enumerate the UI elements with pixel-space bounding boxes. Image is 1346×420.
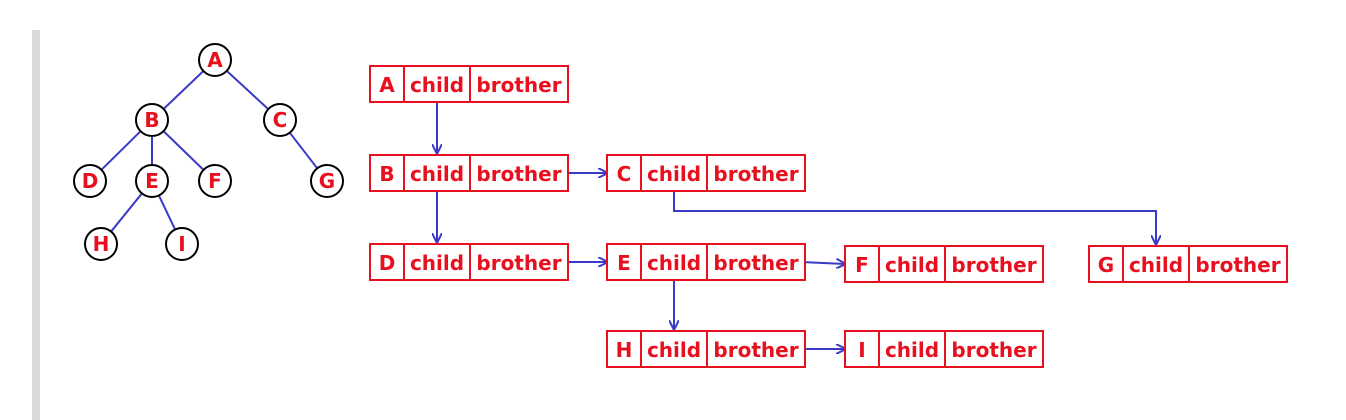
list-node-brother-field: brother: [951, 253, 1036, 277]
tree-node-circle: [73, 164, 107, 198]
list-node-child-field: child: [647, 162, 701, 186]
list-node-name: E: [617, 251, 631, 275]
list-node-brother-field: brother: [476, 73, 561, 97]
tree-node-label: C: [273, 108, 288, 132]
tree-node-e: E: [135, 164, 169, 198]
tree-node-label: I: [178, 232, 185, 256]
tree-node-circle: [310, 164, 344, 198]
tree-edges: [100, 70, 319, 233]
tree-node-b: B: [135, 103, 169, 137]
list-node-child-field: child: [647, 251, 701, 275]
list-node-name: B: [379, 162, 394, 186]
tree-edge-a-b: [162, 70, 205, 110]
tree-node-circle: [263, 103, 297, 137]
tree-node-h: H: [84, 227, 118, 261]
tree-node-a: A: [198, 43, 232, 77]
list-node-brother-field: brother: [951, 338, 1036, 362]
tree-node-label: H: [93, 232, 110, 256]
tree-node-label: A: [207, 48, 223, 72]
list-node-brother-field: brother: [713, 162, 798, 186]
tree-node-label: E: [145, 169, 159, 193]
list-node-name: A: [379, 73, 395, 97]
tree-node-f: F: [198, 164, 232, 198]
list-node-name: C: [617, 162, 632, 186]
list-links: [437, 88, 1156, 349]
child-link-c-g: [673, 177, 1156, 244]
tree-edge-b-d: [100, 130, 142, 171]
list-node-child-field: child: [410, 73, 464, 97]
tree-node-d: D: [73, 164, 107, 198]
tree-node-label: F: [208, 169, 222, 193]
tree-node-circle: [135, 103, 169, 137]
tree-node-circle: [198, 43, 232, 77]
list-node-brother-field: brother: [713, 338, 798, 362]
list-node-child-field: child: [410, 162, 464, 186]
list-node-name: F: [855, 253, 869, 277]
list-node-name: G: [1098, 253, 1114, 277]
tree-node-label: B: [144, 108, 159, 132]
tree-node-circle: [84, 227, 118, 261]
tree-edge-a-c: [226, 70, 269, 110]
tree-nodes: A B C D E F G H I: [73, 43, 344, 261]
tree-node-circle: [198, 164, 232, 198]
list-node-brother-field: brother: [476, 251, 561, 275]
list-node-name: I: [858, 338, 865, 362]
tree-node-i: I: [165, 227, 199, 261]
list-node-child-field: child: [885, 338, 939, 362]
left-margin-rule: [32, 30, 40, 420]
tree-node-circle: [135, 164, 169, 198]
tree-edge-c-g: [288, 132, 319, 169]
list-node-child-field: child: [1129, 253, 1183, 277]
tree-edge-e-h: [110, 192, 143, 233]
brother-link-e-f: [800, 262, 845, 264]
tree-node-g: G: [310, 164, 344, 198]
tree-edge-b-f: [162, 130, 205, 171]
list-node-child-field: child: [410, 251, 464, 275]
list-node-brother-field: brother: [476, 162, 561, 186]
tree-node-label: D: [82, 169, 99, 193]
tree-node-circle: [165, 227, 199, 261]
list-node-child-field: child: [647, 338, 701, 362]
tree-node-label: G: [319, 169, 335, 193]
tree-edge-e-i: [157, 195, 177, 230]
list-node-brother-field: brother: [713, 251, 798, 275]
list-node-name: H: [616, 338, 633, 362]
list-node-child-field: child: [885, 253, 939, 277]
list-node-name: D: [379, 251, 396, 275]
list-node-brother-field: brother: [1195, 253, 1280, 277]
tree-node-c: C: [263, 103, 297, 137]
